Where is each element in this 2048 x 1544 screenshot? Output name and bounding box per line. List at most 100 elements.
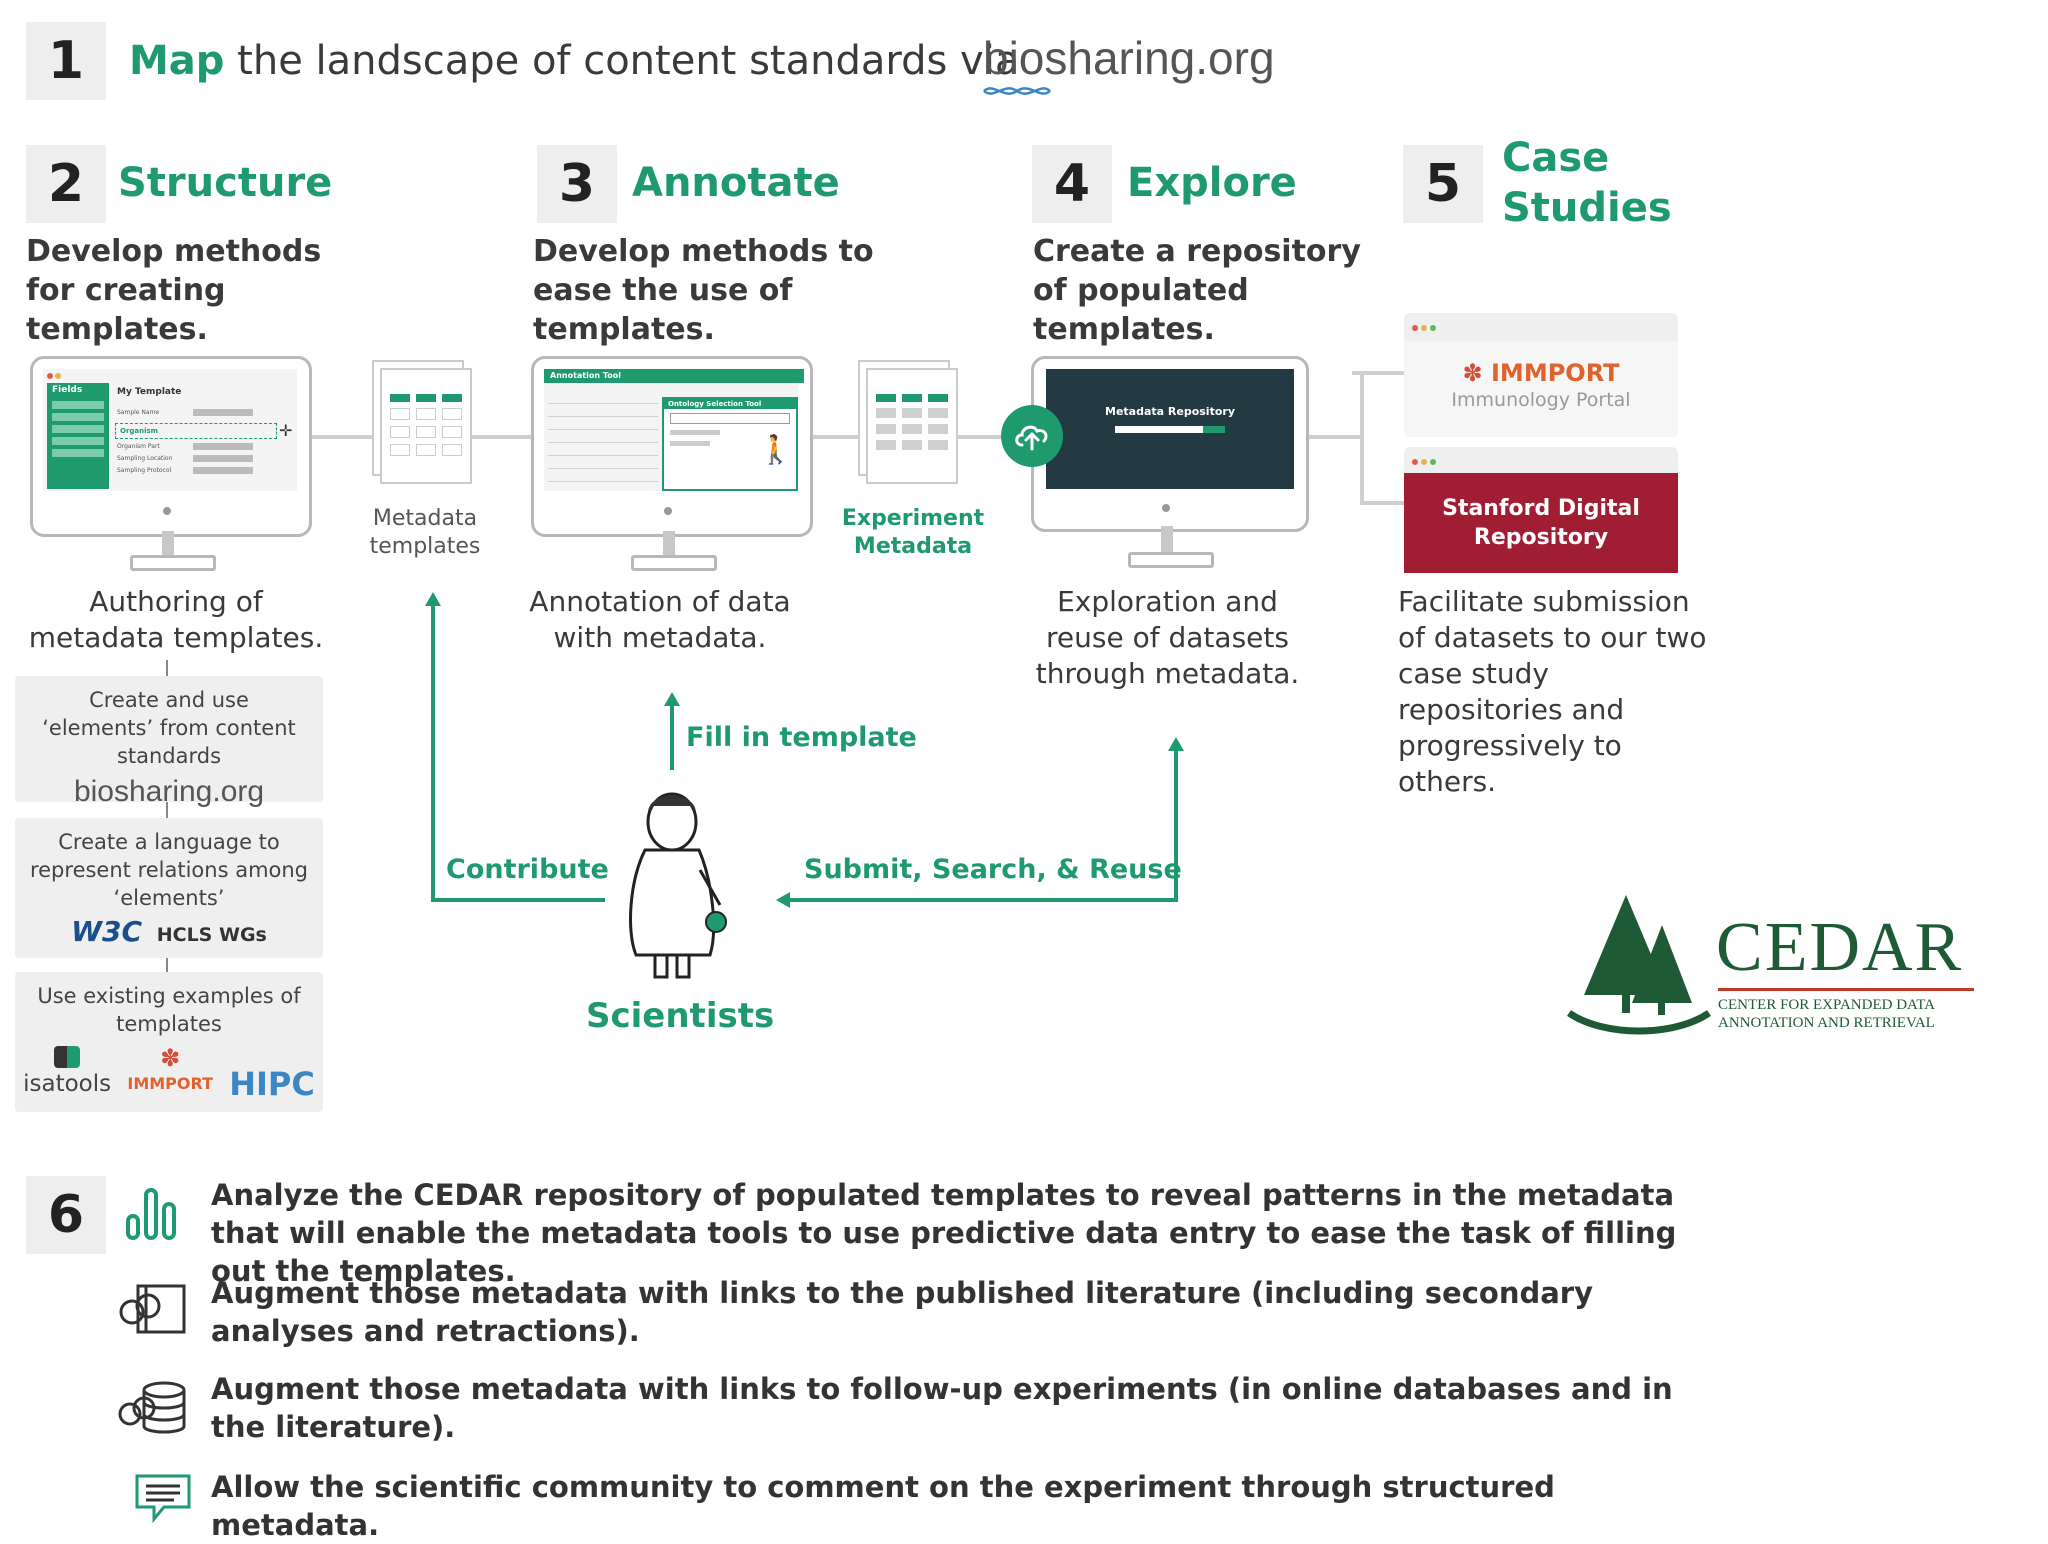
- monitor-base-2: [631, 555, 717, 571]
- monitor-stand-2: [663, 531, 675, 557]
- connector-v: [166, 660, 168, 972]
- caption-exploration: Exploration and reuse of datasets throug…: [1035, 585, 1300, 690]
- field-row-5: Sampling Protocol: [117, 467, 172, 474]
- step-3-number: 3: [537, 145, 617, 223]
- repo-connector: [1352, 371, 1408, 505]
- step-5-title-line2: Studies: [1502, 185, 1672, 231]
- panel-language: Create a language to represent relations…: [15, 818, 323, 958]
- cedar-name: CEDAR: [1716, 909, 1964, 986]
- comment-icon: [135, 1474, 191, 1523]
- field-row-organism: Organism: [115, 423, 277, 439]
- biosharing-logo-text: biosharing.org: [983, 32, 1275, 84]
- caption-authoring: Authoring of metadata templates.: [28, 585, 324, 654]
- task-analyze: Analyze the CEDAR repository of populate…: [211, 1178, 1677, 1288]
- cedar-line1: CENTER FOR EXPANDED DATA: [1718, 997, 1936, 1013]
- monitor-base: [130, 555, 216, 571]
- task-literature: Augment those metadata with links to the…: [211, 1276, 1594, 1348]
- step-5-number: 5: [1403, 145, 1483, 223]
- annotation-tool-bar: Annotation Tool: [544, 369, 804, 383]
- task-experiments: Augment those metadata with links to fol…: [211, 1372, 1673, 1444]
- step-4-title: Explore: [1127, 160, 1297, 206]
- doc-stack-templates: [372, 360, 472, 484]
- fields-sidebar: Fields: [47, 383, 109, 489]
- panel-1-logo: biosharing.org: [73, 775, 265, 808]
- hipc-logo: HIPC: [229, 1065, 315, 1103]
- step-1-text: the landscape of content standards via: [237, 38, 1020, 84]
- immport-name: ✽ IMMPORT: [1462, 359, 1620, 387]
- immport-window: ✽ IMMPORT Immunology Portal: [1404, 313, 1678, 437]
- monitor-screen-annotation: Annotation Tool Ontology Selection Tool …: [544, 369, 804, 491]
- step-2-desc: Develop methods for creating templates.: [26, 234, 322, 347]
- isatools-logo: isatools: [23, 1046, 111, 1098]
- step-3-desc: Develop methods to ease the use of templ…: [533, 234, 874, 347]
- submit-search-reuse-label: Submit, Search, & Reuse: [804, 854, 1182, 885]
- panel-content-standards: Create and use ‘elements’ from content s…: [15, 676, 323, 807]
- panel-2-text: Create a language to represent relations…: [29, 830, 309, 910]
- human-figure-icon: 🚶: [758, 433, 793, 466]
- field-row-1: Sample Name: [117, 409, 160, 416]
- w3c-logo: W3C: [71, 915, 143, 948]
- monitor-authoring: Fields My Template Sample Name Organism …: [30, 356, 312, 537]
- monitor-screen: Fields My Template Sample Name Organism …: [43, 369, 297, 491]
- ontology-popup: Ontology Selection Tool 🚶: [662, 397, 798, 491]
- step-5-title-line1: Case: [1502, 135, 1610, 181]
- repository-search-bar: [1115, 426, 1225, 433]
- step-4-desc: Create a repository of populated templat…: [1033, 234, 1361, 347]
- monitor-base-3: [1128, 552, 1214, 568]
- repository-screen: Metadata Repository: [1046, 369, 1294, 489]
- submit-arrow: [785, 745, 1178, 902]
- scientist-icon: [629, 792, 727, 979]
- apple-icon-2: [664, 507, 672, 515]
- step-1-bold: Map: [129, 38, 225, 84]
- immport-small-flower-icon: ✽: [160, 1044, 181, 1072]
- caption-metadata-templates: Metadata templates: [369, 506, 481, 559]
- fields-label: Fields: [52, 385, 83, 395]
- caption-experiment-metadata: Experiment Metadata: [841, 506, 985, 559]
- panel-3-text: Use existing examples of templates: [37, 984, 301, 1036]
- step-2-number: 2: [26, 145, 106, 223]
- step-1-number: 1: [26, 22, 106, 100]
- template-title: My Template: [117, 387, 182, 397]
- stanford-banner: Stanford Digital Repository: [1404, 473, 1678, 573]
- monitor-stand-3: [1161, 526, 1173, 554]
- apple-icon-3: [1162, 504, 1170, 512]
- immport-small-logo: ✽ IMMPORT: [127, 1044, 213, 1093]
- immport-flower-icon: ✽: [1462, 359, 1483, 387]
- doc-stack-experiment: [858, 360, 958, 484]
- panel-1-text: Create and use ‘elements’ from content s…: [42, 688, 296, 768]
- cedar-underline: [1718, 988, 1974, 991]
- task-comment: Allow the scientific community to commen…: [211, 1470, 1555, 1542]
- apple-icon: [163, 507, 171, 515]
- cedar-line2: ANNOTATION AND RETRIEVAL: [1718, 1015, 1935, 1031]
- panel-examples: Use existing examples of templates isato…: [15, 972, 323, 1112]
- upload-cloud-icon: [1001, 405, 1063, 467]
- ontology-tool-title: Ontology Selection Tool: [664, 399, 796, 409]
- cedar-trees-icon: [1567, 895, 1711, 1035]
- step-4-number: 4: [1032, 145, 1112, 223]
- stanford-window: Stanford Digital Repository: [1404, 447, 1678, 573]
- monitor-stand: [162, 531, 174, 557]
- biosharing-logo: biosharing.org: [983, 30, 1275, 86]
- step-5-title: Case Studies: [1502, 133, 1672, 233]
- bar-chart-icon: [126, 1188, 176, 1240]
- contribute-arrow: [431, 600, 605, 902]
- fill-in-template-label: Fill in template: [686, 722, 917, 753]
- caption-annotation: Annotation of data with metadata.: [529, 585, 791, 654]
- immport-sub: Immunology Portal: [1451, 389, 1631, 411]
- step-6-number: 6: [26, 1176, 106, 1254]
- field-row-4: Sampling Location: [117, 455, 173, 462]
- biosharing-swirl-icon: [983, 87, 1051, 95]
- contribute-label: Contribute: [446, 854, 609, 885]
- monitor-annotation: Annotation Tool Ontology Selection Tool …: [531, 356, 813, 537]
- pipeline-line: [300, 435, 1360, 439]
- isatools-icon: [54, 1046, 81, 1068]
- step-1-heading: Map the landscape of content standards v…: [129, 36, 1019, 86]
- database-link-icon: [118, 1381, 186, 1434]
- step-2-title: Structure: [118, 160, 333, 206]
- step-3-title: Annotate: [632, 160, 840, 206]
- hcls-label: HCLS WGs: [156, 924, 267, 946]
- book-link-icon: [119, 1284, 186, 1334]
- scientists-label: Scientists: [586, 996, 775, 1036]
- caption-facilitate: Facilitate submission of datasets to our…: [1398, 585, 1707, 798]
